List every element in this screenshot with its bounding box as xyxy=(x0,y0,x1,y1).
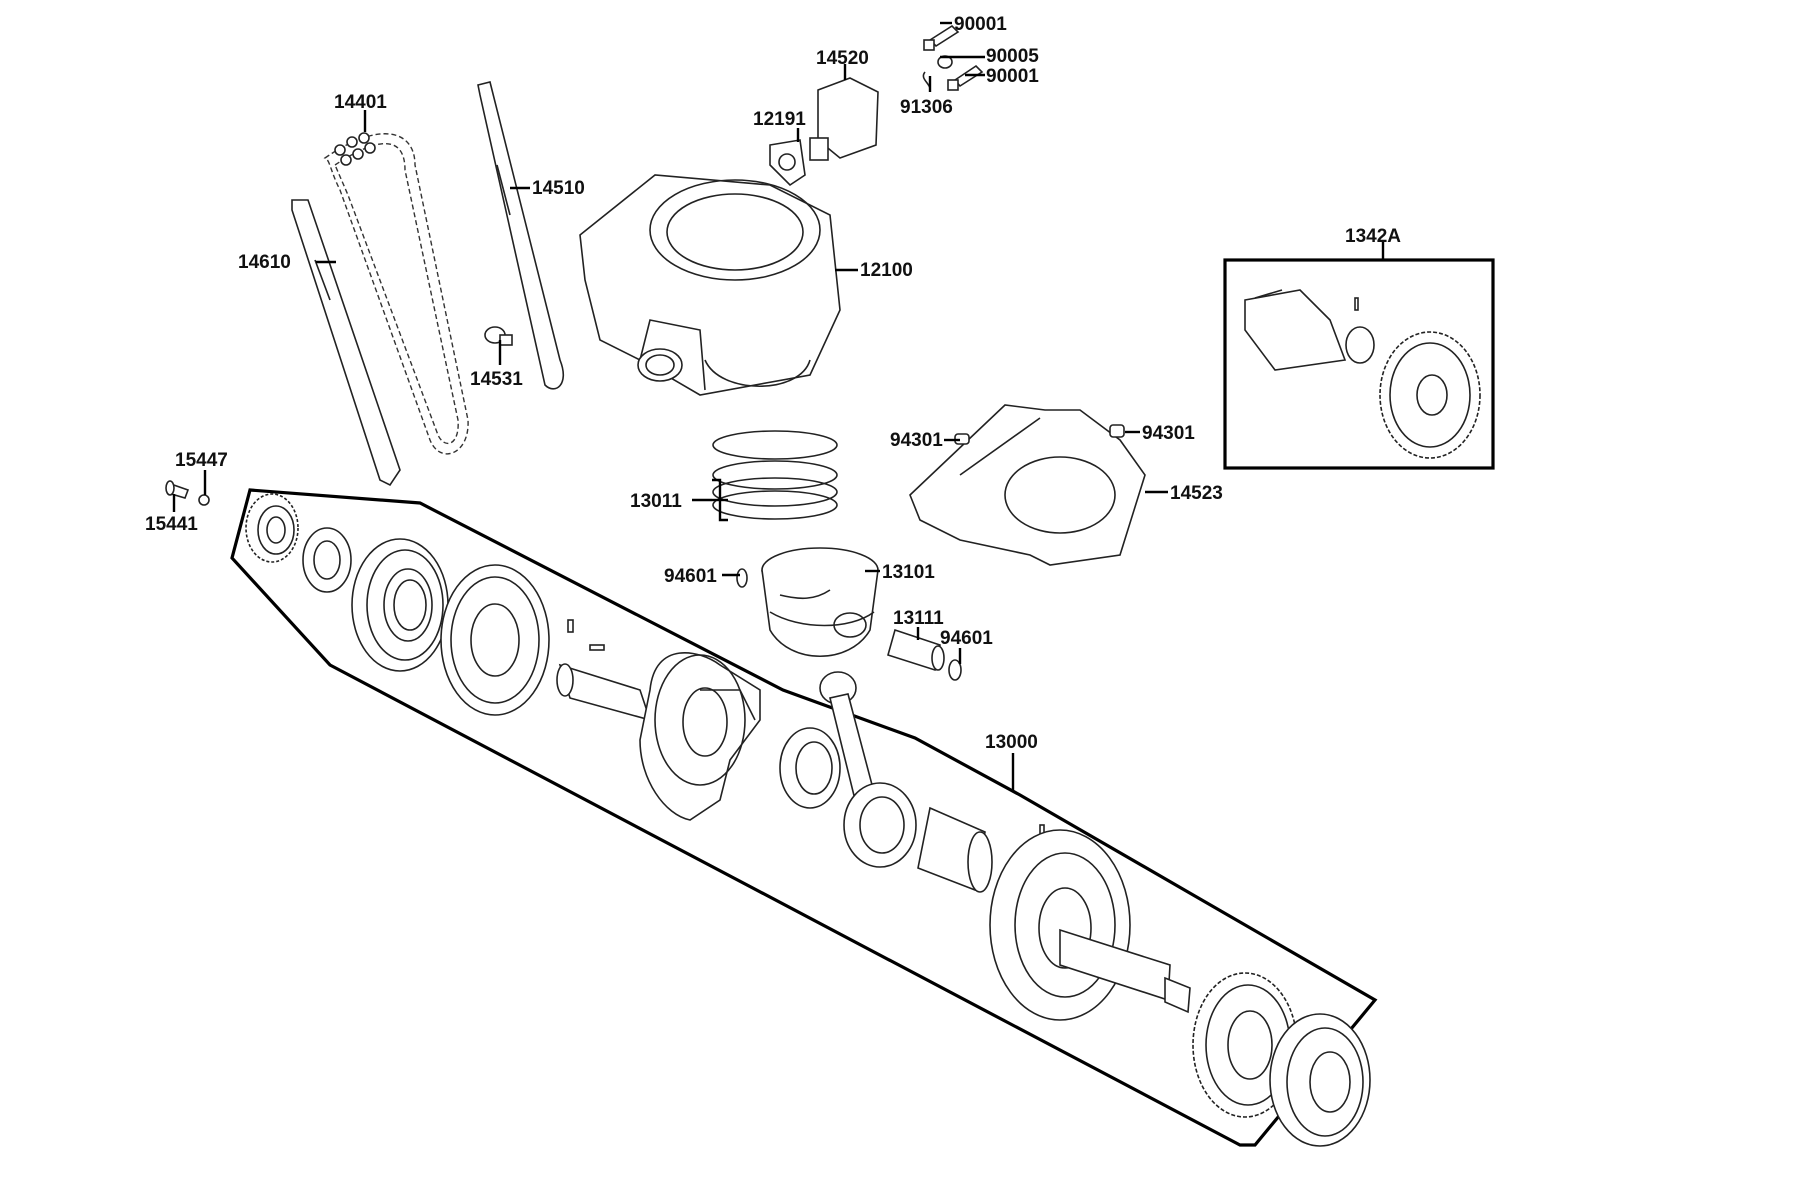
part-label-12191: 12191 xyxy=(753,109,806,130)
right-bearing-part xyxy=(1269,1013,1371,1147)
tensioner-gasket-part xyxy=(769,139,806,187)
right-crank-web-part xyxy=(989,829,1131,1021)
piston-rings-part xyxy=(712,430,838,520)
dowel-pin-part xyxy=(1109,424,1125,438)
part-label-13011: 13011 xyxy=(630,491,682,512)
part-label-14510: 14510 xyxy=(532,178,585,199)
part-label-94601-right: 94601 xyxy=(940,628,993,649)
circlip-part xyxy=(736,568,748,588)
part-label-90005: 90005 xyxy=(986,46,1039,67)
piston-pin-part xyxy=(887,628,945,672)
guide-bolt-part xyxy=(484,326,513,346)
bolt-part xyxy=(947,64,984,91)
part-label-13000: 13000 xyxy=(985,732,1038,753)
balancer-shaft-part xyxy=(1244,289,1375,371)
crank-pin-part xyxy=(917,806,993,893)
crank-shaft-right-part xyxy=(1059,928,1191,1014)
part-label-14520: 14520 xyxy=(816,48,869,69)
balancer-pin-part xyxy=(1354,297,1359,311)
part-label-94301-left: 94301 xyxy=(890,430,943,451)
part-label-90001-bottom: 90001 xyxy=(986,66,1039,87)
part-label-15441: 15441 xyxy=(145,514,198,535)
part-label-13101: 13101 xyxy=(882,562,935,583)
left-bearing-part xyxy=(351,538,449,672)
woodruff-key-part xyxy=(589,644,605,651)
part-label-15447: 15447 xyxy=(175,450,228,471)
chain-guide-part xyxy=(477,81,565,390)
part-label-14401: 14401 xyxy=(334,92,387,113)
woodruff-key-part xyxy=(567,619,574,633)
spacer-ring-part xyxy=(302,527,352,593)
cylinder-base-gasket-part xyxy=(909,404,1146,566)
crank-sprocket-part xyxy=(245,493,299,563)
part-label-13111: 13111 xyxy=(893,608,944,629)
small-bolt-part xyxy=(165,480,190,499)
part-label-94601-left: 94601 xyxy=(664,566,717,587)
crank-shaft-left-part xyxy=(556,663,652,722)
connecting-rod-part xyxy=(819,671,917,868)
circlip-part xyxy=(948,659,962,681)
left-crank-web-part xyxy=(639,652,761,821)
part-label-12100: 12100 xyxy=(860,260,913,281)
balancer-gear-part xyxy=(1379,331,1481,459)
cylinder-part xyxy=(579,174,841,396)
bolt-part xyxy=(923,24,960,51)
chain-tensioner-guide-part xyxy=(291,199,401,487)
part-label-91306: 91306 xyxy=(900,97,953,118)
part-label-1342A: 1342A xyxy=(1345,226,1401,247)
oil-seal-part xyxy=(440,564,550,716)
piston-part xyxy=(761,547,879,658)
balancer-box xyxy=(1223,258,1495,470)
part-label-14531: 14531 xyxy=(470,369,523,390)
cam-chain-tensioner-part xyxy=(809,77,879,161)
part-label-14523: 14523 xyxy=(1170,483,1223,504)
cam-chain-part xyxy=(323,132,469,455)
needle-bearing-part xyxy=(779,727,841,809)
part-label-14610: 14610 xyxy=(238,252,291,273)
small-nut-part xyxy=(198,494,210,506)
part-label-94301-right: 94301 xyxy=(1142,423,1195,444)
crankshaft-assembly-outline xyxy=(230,488,1378,1147)
part-label-90001-top: 90001 xyxy=(954,14,1007,35)
leader-lines xyxy=(172,21,1385,792)
